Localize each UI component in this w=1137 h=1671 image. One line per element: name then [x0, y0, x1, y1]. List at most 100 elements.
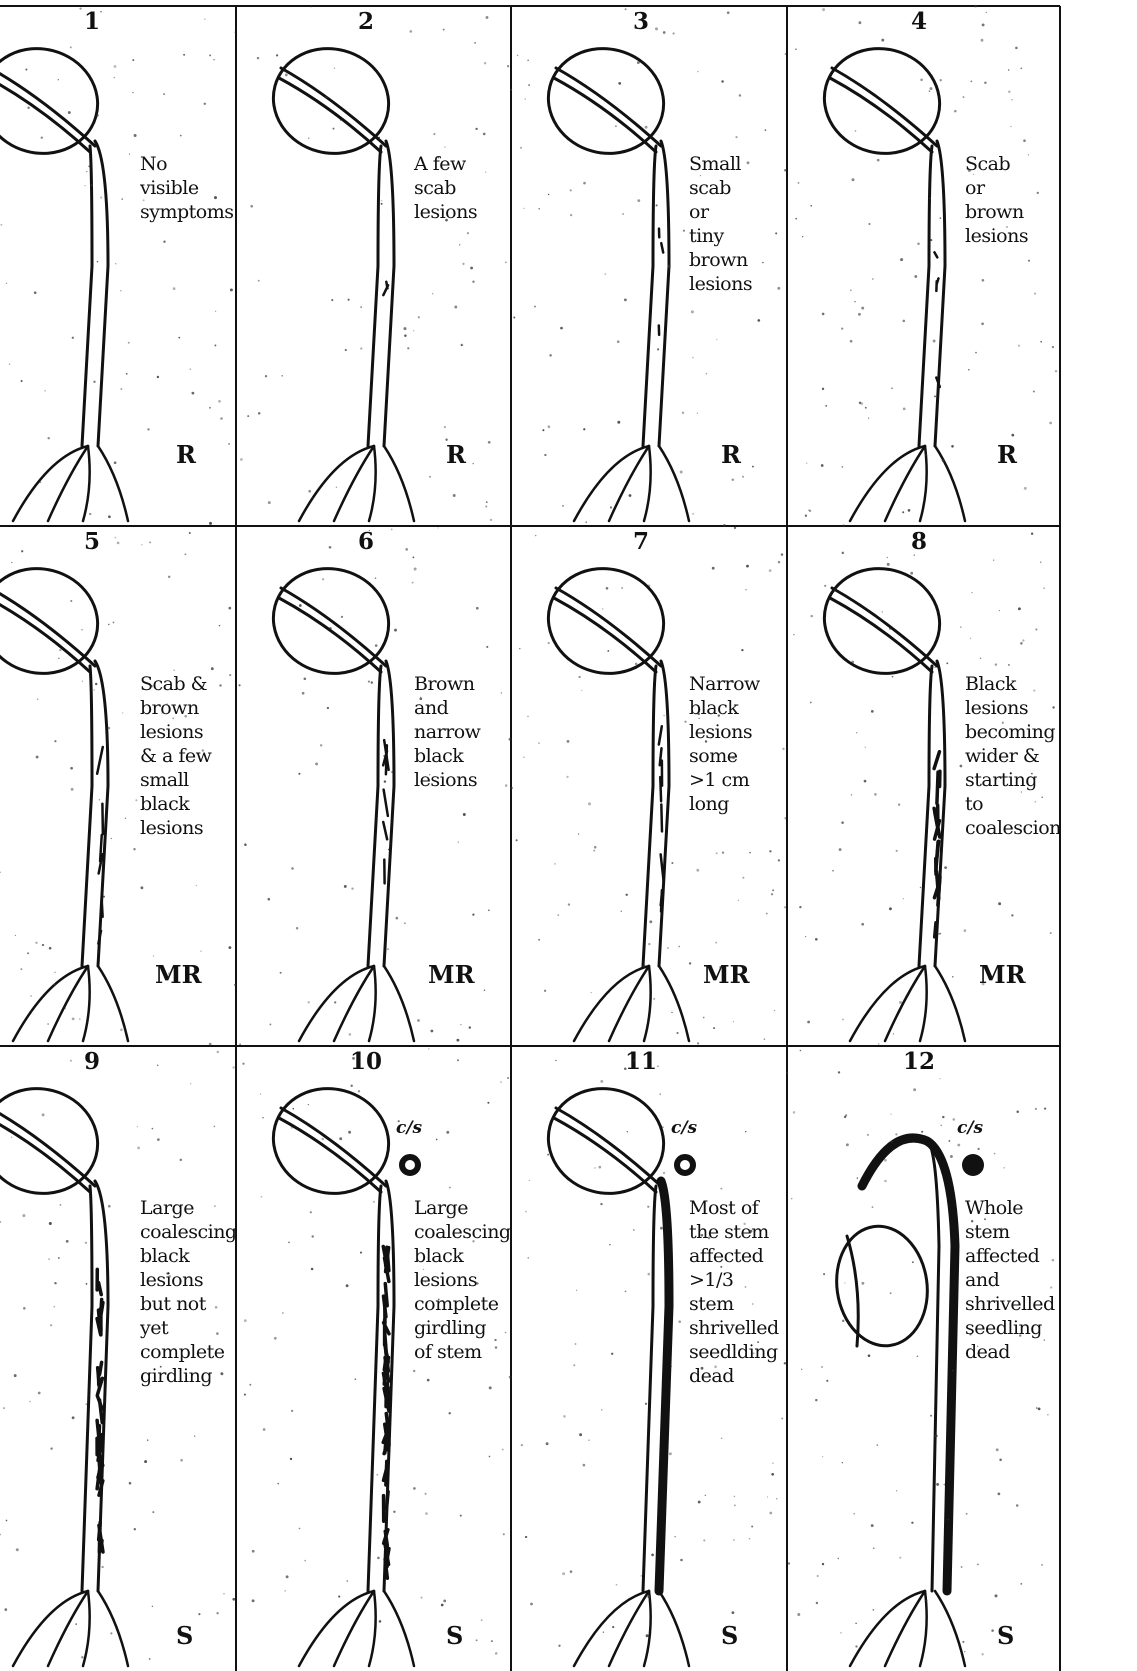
- resistance-rating: R: [997, 440, 1017, 469]
- resistance-rating: S: [721, 1621, 738, 1650]
- description-line: Black: [965, 672, 1060, 696]
- description-line: Most of: [689, 1196, 779, 1220]
- description-line: or: [965, 176, 1028, 200]
- rating-panel-11: 11c/sMost ofthe stemaffected>1/3stemshri…: [511, 1046, 787, 1671]
- description-line: to: [965, 792, 1060, 816]
- description-line: scab: [689, 176, 752, 200]
- description-line: some: [689, 744, 760, 768]
- description-line: or: [689, 200, 752, 224]
- description-line: stem: [965, 1220, 1055, 1244]
- symptom-description: Scab &brownlesions& a fewsmallblacklesio…: [140, 672, 211, 840]
- resistance-rating: MR: [155, 960, 202, 989]
- description-line: but not: [140, 1292, 236, 1316]
- panel-number: 12: [889, 1048, 949, 1075]
- description-line: seedling: [965, 1316, 1055, 1340]
- panel-number: 2: [336, 8, 396, 35]
- description-line: lesions: [140, 1268, 236, 1292]
- description-line: stem: [689, 1292, 779, 1316]
- panel-number: 11: [611, 1048, 671, 1075]
- description-line: Scab: [965, 152, 1028, 176]
- description-line: complete: [414, 1292, 511, 1316]
- description-line: Brown: [414, 672, 480, 696]
- panel-number: 10: [336, 1048, 396, 1075]
- description-line: lesions: [414, 1268, 511, 1292]
- resistance-rating: MR: [703, 960, 750, 989]
- panel-number: 5: [62, 528, 122, 555]
- description-line: dead: [689, 1364, 779, 1388]
- description-line: black: [689, 696, 760, 720]
- cs-note: c/s: [396, 1118, 422, 1138]
- description-line: brown: [140, 696, 211, 720]
- resistance-rating: S: [446, 1621, 463, 1650]
- cs-marker-icon: [399, 1154, 421, 1176]
- description-line: affected: [965, 1244, 1055, 1268]
- description-line: wider &: [965, 744, 1060, 768]
- seedling-drawing: [0, 6, 236, 526]
- cs-marker-icon: [962, 1154, 984, 1176]
- description-line: >1 cm: [689, 768, 760, 792]
- description-line: coalescing: [140, 1220, 236, 1244]
- description-line: lesions: [689, 272, 752, 296]
- description-line: girdling: [414, 1316, 511, 1340]
- description-line: lesions: [689, 720, 760, 744]
- resistance-rating: R: [176, 440, 196, 469]
- description-line: yet: [140, 1316, 236, 1340]
- description-line: small: [140, 768, 211, 792]
- description-line: lesions: [414, 200, 477, 224]
- description-line: and: [965, 1268, 1055, 1292]
- rating-panel-3: 3SmallscabortinybrownlesionsR: [511, 6, 787, 526]
- symptom-description: Largecoalescingblacklesionsbut notyetcom…: [140, 1196, 236, 1388]
- description-line: shrivelled: [689, 1316, 779, 1340]
- panel-number: 8: [889, 528, 949, 555]
- description-line: Small: [689, 152, 752, 176]
- seedling-drawing: [236, 6, 511, 526]
- description-line: long: [689, 792, 760, 816]
- symptom-description: A fewscablesions: [414, 152, 477, 224]
- description-line: brown: [689, 248, 752, 272]
- description-line: Narrow: [689, 672, 760, 696]
- symptom-description: Scaborbrownlesions: [965, 152, 1028, 248]
- panel-number: 3: [611, 8, 671, 35]
- cs-marker-icon: [674, 1154, 696, 1176]
- description-line: seedlding: [689, 1340, 779, 1364]
- description-line: shrivelled: [965, 1292, 1055, 1316]
- description-line: Whole: [965, 1196, 1055, 1220]
- description-line: black: [140, 1244, 236, 1268]
- cs-note: c/s: [957, 1118, 983, 1138]
- resistance-rating: S: [997, 1621, 1014, 1650]
- description-line: lesions: [965, 696, 1060, 720]
- description-line: scab: [414, 176, 477, 200]
- description-line: coalescion: [965, 816, 1060, 840]
- description-line: starting: [965, 768, 1060, 792]
- description-line: and: [414, 696, 480, 720]
- description-line: complete: [140, 1340, 236, 1364]
- rating-panel-6: 6BrownandnarrowblacklesionsMR: [236, 526, 511, 1046]
- panel-number: 4: [889, 8, 949, 35]
- description-line: black: [414, 1244, 511, 1268]
- seedling-drawing: [787, 6, 1060, 526]
- description-line: dead: [965, 1340, 1055, 1364]
- resistance-rating: S: [176, 1621, 193, 1650]
- description-line: No: [140, 152, 234, 176]
- resistance-rating: R: [721, 440, 741, 469]
- description-line: narrow: [414, 720, 480, 744]
- description-line: symptoms: [140, 200, 234, 224]
- resistance-rating: R: [446, 440, 466, 469]
